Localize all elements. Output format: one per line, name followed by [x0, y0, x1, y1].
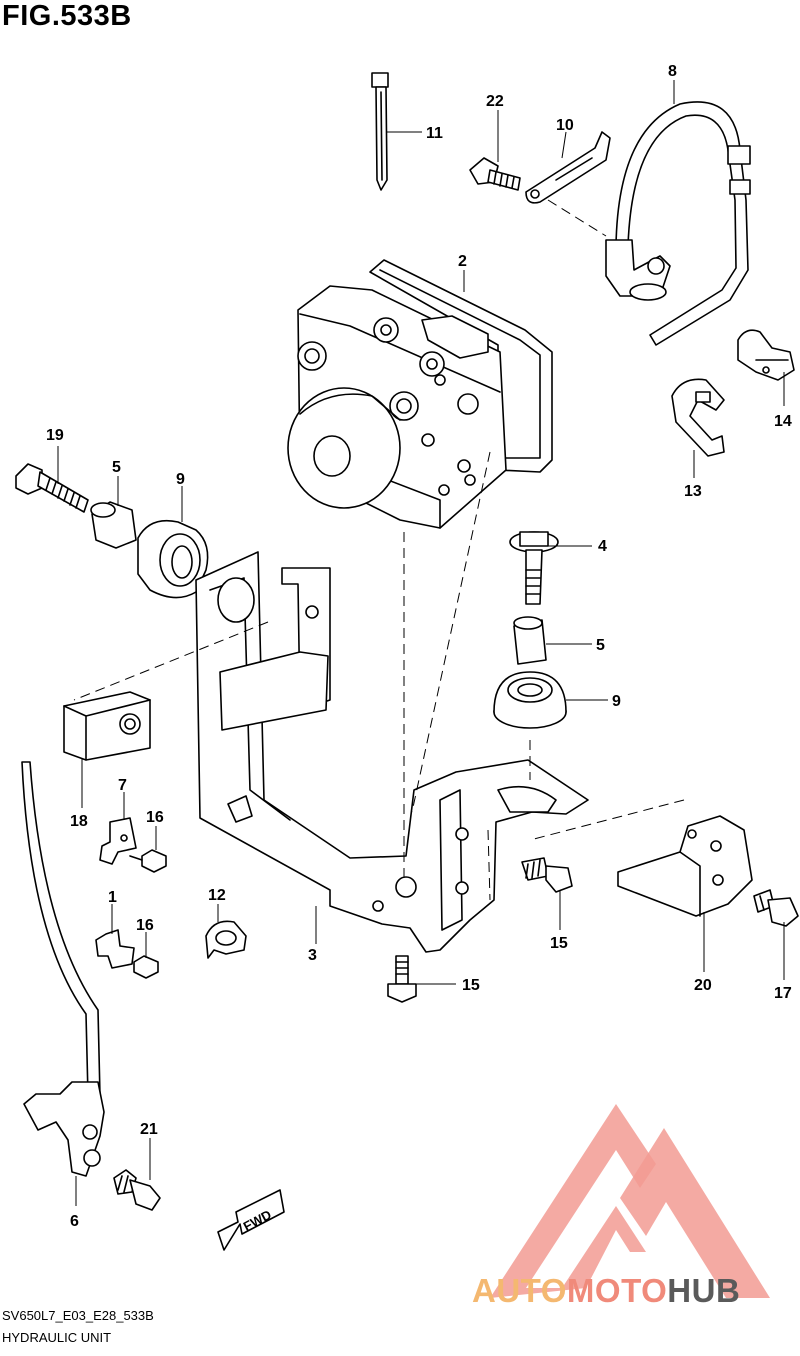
grommet-part-9-left	[137, 519, 209, 599]
callout-22: 22	[486, 93, 504, 110]
callout-7: 7	[118, 777, 127, 794]
clamp-part-13	[671, 378, 725, 457]
callout-14: 14	[774, 413, 792, 430]
clamp-part-14	[737, 329, 795, 381]
callout-20: 20	[694, 977, 712, 994]
callout-5-center: 5	[596, 637, 605, 654]
callout-10: 10	[556, 117, 574, 134]
callout-2: 2	[458, 253, 467, 270]
callout-19: 19	[46, 427, 64, 444]
callout-4: 4	[598, 538, 607, 555]
bolt-part-4	[509, 531, 559, 605]
rubber-block-part-18	[63, 691, 151, 761]
watermark-text-auto: AUTO	[472, 1272, 567, 1309]
clip-part-1	[95, 929, 135, 969]
leader-lines	[57, 80, 785, 1206]
screw-part-16-lower	[133, 955, 159, 979]
front-sensor-part-6	[21, 761, 105, 1177]
bolt-part-21	[113, 1169, 161, 1211]
collar-part-5-left	[90, 501, 137, 549]
speed-sensor-part-8	[605, 101, 751, 346]
bolt-part-15-lower	[387, 955, 417, 1003]
watermark-logo	[490, 1104, 770, 1298]
bolt-part-19	[15, 463, 89, 513]
callout-15-bottom: 15	[462, 977, 480, 994]
callout-6: 6	[70, 1213, 79, 1230]
hydraulic-unit-part-2	[287, 259, 553, 529]
bracket-part-3	[195, 551, 589, 953]
sensor-bracket-part-10	[525, 131, 611, 204]
watermark-text-moto: MOTO	[566, 1272, 668, 1309]
watermark-text: AUTOMOTOHUB	[472, 1272, 740, 1310]
clip-part-7	[99, 817, 137, 865]
callout-3: 3	[308, 947, 317, 964]
callout-5-left: 5	[112, 459, 121, 476]
fwd-direction-arrow	[217, 1189, 285, 1251]
callout-1: 1	[108, 889, 117, 906]
watermark-text-hub: HUB	[667, 1272, 741, 1309]
collar-part-5-center	[513, 616, 547, 665]
callout-21: 21	[140, 1121, 158, 1138]
callout-16-upper: 16	[146, 809, 164, 826]
bolt-part-22	[469, 157, 521, 191]
callout-18: 18	[70, 813, 88, 830]
cable-tie-part-11	[371, 72, 389, 191]
callout-8: 8	[668, 63, 677, 80]
grommet-part-9-center	[493, 671, 567, 729]
callout-9-left: 9	[176, 471, 185, 488]
bolt-part-17	[753, 889, 799, 927]
screw-part-16-upper	[129, 849, 167, 873]
alignment-lines	[73, 199, 685, 901]
callout-12: 12	[208, 887, 226, 904]
callout-9-center: 9	[612, 693, 621, 710]
callout-15-right: 15	[550, 935, 568, 952]
figure-code: SV650L7_E03_E28_533B	[2, 1308, 154, 1323]
callout-17: 17	[774, 985, 792, 1002]
figure-title: FIG.533B	[2, 0, 132, 32]
bracket-part-20	[617, 815, 753, 917]
figure-name: HYDRAULIC UNIT	[2, 1330, 112, 1345]
callout-16-lower: 16	[136, 917, 154, 934]
callout-13: 13	[684, 483, 702, 500]
bolt-part-15-upper	[521, 857, 573, 893]
clamp-part-12	[205, 920, 247, 959]
callout-11: 11	[426, 125, 443, 142]
